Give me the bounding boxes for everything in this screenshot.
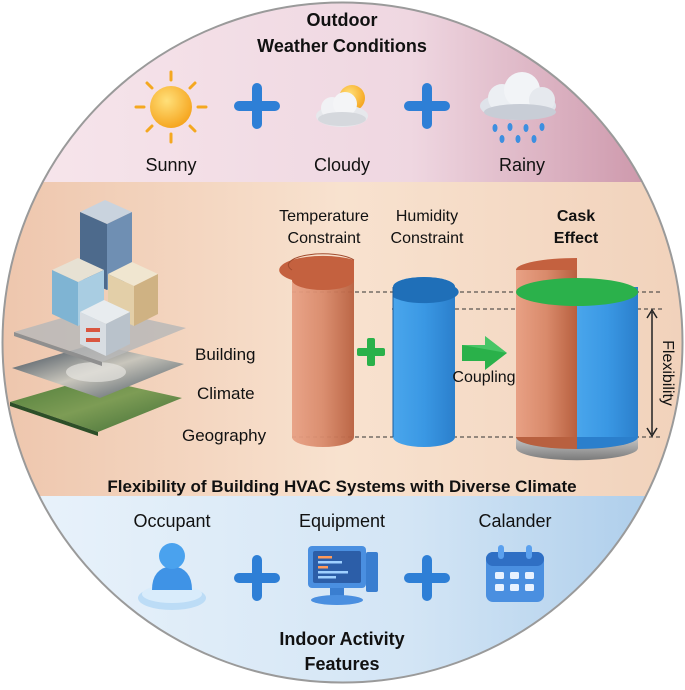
plus-icon-green xyxy=(357,338,385,366)
main-title: Flexibility of Building HVAC Systems wit… xyxy=(107,477,576,496)
coupling-label: Coupling xyxy=(452,369,515,386)
flexibility-label: Flexibility xyxy=(659,340,676,406)
sun-icon xyxy=(134,70,208,144)
rainy-label: Rainy xyxy=(499,155,545,175)
climate-layer xyxy=(12,344,184,398)
calendar-icon xyxy=(486,545,544,602)
plus-icon-indoor-1 xyxy=(234,555,280,601)
sunny-label: Sunny xyxy=(145,155,196,175)
climate-label: Climate xyxy=(197,384,255,403)
cloudy-icon xyxy=(316,85,368,127)
arrow-right-icon xyxy=(462,336,507,370)
indoor-title-line2: Features xyxy=(304,654,379,674)
geography-layer xyxy=(10,378,182,436)
occupant-icon xyxy=(138,543,206,610)
equipment-icon xyxy=(308,546,378,605)
humidity-cylinder xyxy=(392,277,459,447)
cask-cylinder xyxy=(516,258,638,461)
building-label: Building xyxy=(195,345,256,364)
weather-title-line2: Weather Conditions xyxy=(257,36,427,56)
occupant-label: Occupant xyxy=(133,511,210,531)
plus-icon-indoor-2 xyxy=(404,555,450,601)
calander-label: Calander xyxy=(478,511,551,531)
cask-label-line1: Cask xyxy=(557,208,595,225)
plus-icon-weather-1 xyxy=(234,83,280,129)
weather-title-line1: Outdoor xyxy=(307,10,378,30)
cask-label-line2: Effect xyxy=(554,230,599,247)
temperature-cylinder xyxy=(279,253,355,447)
plus-icon-weather-2 xyxy=(404,83,450,129)
temperature-label-line2: Constraint xyxy=(288,230,361,247)
equipment-label: Equipment xyxy=(299,511,385,531)
humidity-label-line1: Humidity xyxy=(396,208,458,225)
rainy-icon xyxy=(480,72,556,143)
cloudy-label: Cloudy xyxy=(314,155,370,175)
geography-label: Geography xyxy=(182,426,267,445)
humidity-label-line2: Constraint xyxy=(391,230,464,247)
temperature-label-line1: Temperature xyxy=(279,208,369,225)
indoor-title-line1: Indoor Activity xyxy=(279,629,404,649)
flexibility-bracket xyxy=(646,308,658,438)
buildings-icon xyxy=(52,200,158,356)
